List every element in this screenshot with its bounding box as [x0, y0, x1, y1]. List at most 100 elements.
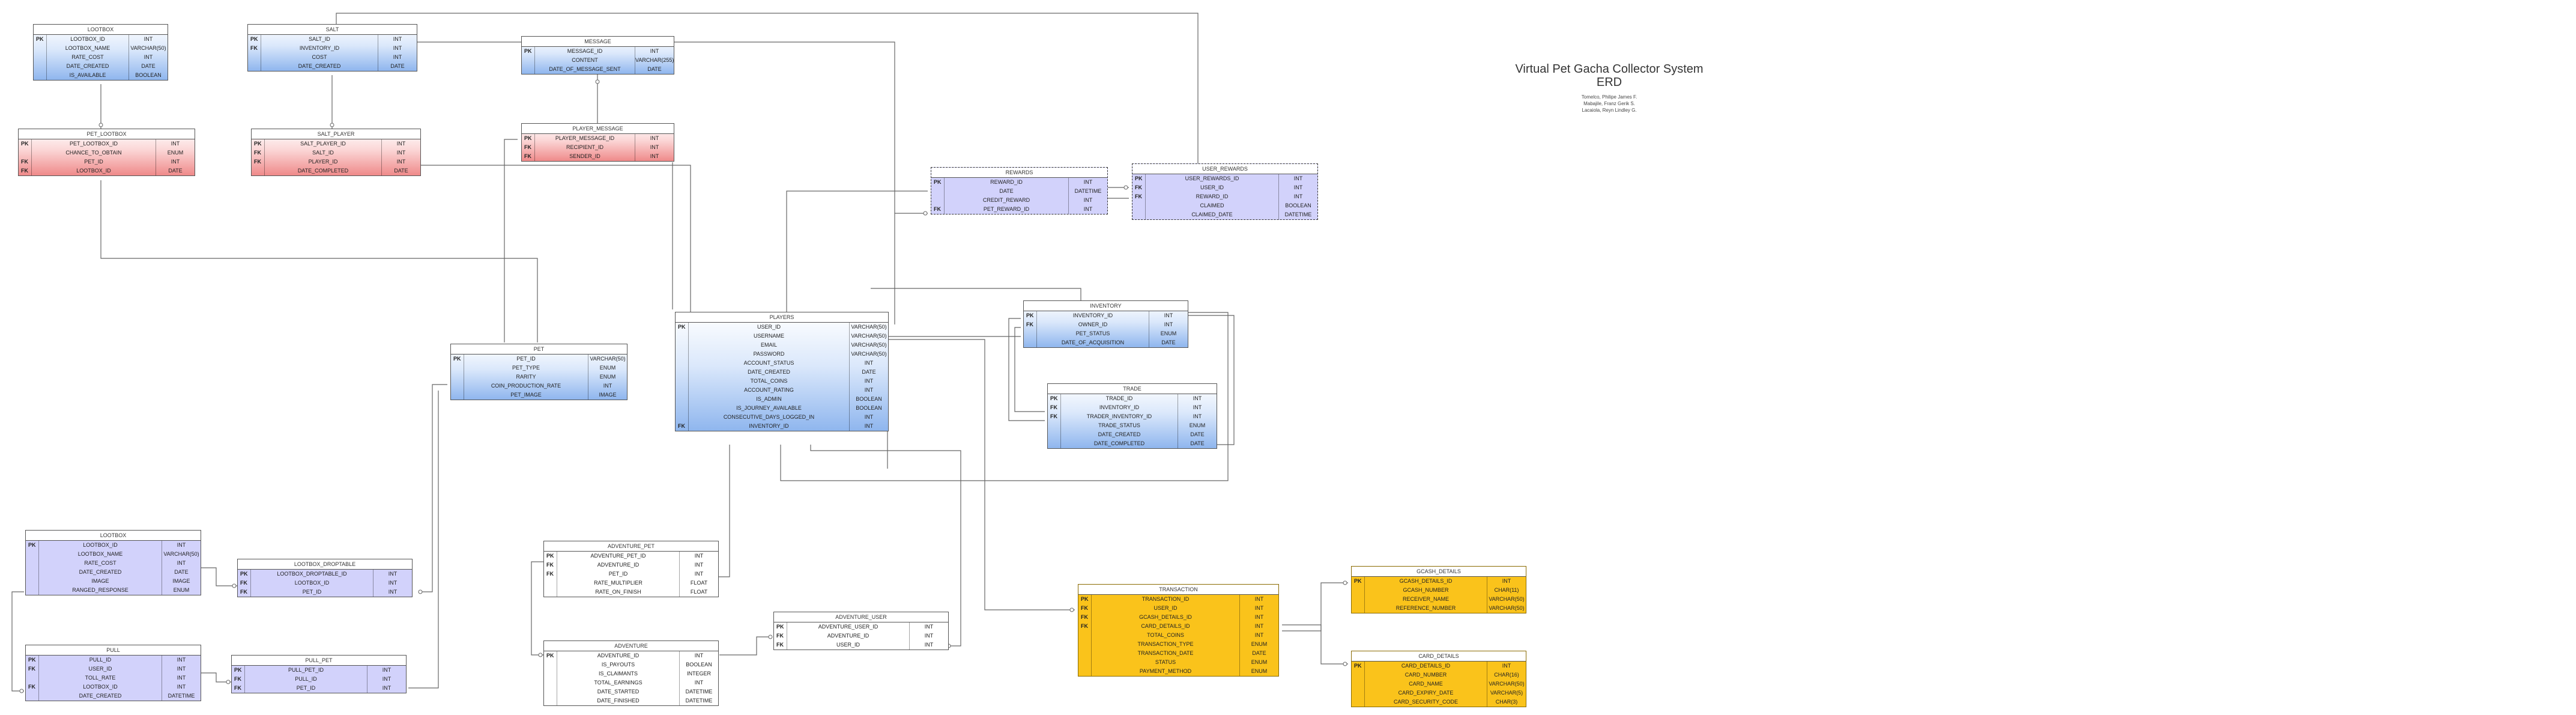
field-key	[544, 687, 557, 696]
field-name: INVENTORY_ID	[1099, 404, 1140, 410]
field-name: INVENTORY_ID	[299, 45, 340, 51]
rel-pull-pullpet	[201, 672, 231, 683]
field-name: CREDIT_REWARD	[982, 197, 1030, 203]
field-name: PULL_ID	[89, 657, 112, 663]
entity-title: TRANSACTION	[1078, 585, 1278, 595]
field-type: INT	[1278, 174, 1317, 183]
field-name: ADVENTURE_PET_ID	[590, 553, 646, 559]
field-name: CARD_DETAILS_ID	[1141, 623, 1190, 629]
field-name: EMAIL	[760, 342, 777, 348]
field-key	[544, 660, 557, 669]
field-key	[1078, 667, 1092, 676]
field-type: DATE	[849, 368, 888, 377]
field-type: DATE	[1239, 649, 1278, 658]
rel-salt-players	[414, 41, 895, 324]
entity-field-row: LOOTBOX_NAME VARCHAR(50)	[26, 550, 201, 559]
field-name: PASSWORD	[753, 351, 785, 357]
field-name: RANGED_RESPONSE	[72, 587, 128, 593]
field-type: VARCHAR(50)	[162, 550, 201, 559]
field-key: FK	[1024, 320, 1037, 329]
field-name: PLAYER_ID	[308, 159, 338, 165]
field-type: INT	[378, 35, 417, 44]
field-type: VARCHAR(5)	[1487, 689, 1526, 698]
entity-title: GCASH_DETAILS	[1352, 567, 1526, 577]
field-type: ENUM	[1239, 667, 1278, 676]
field-name: LOOTBOX_NAME	[77, 551, 123, 557]
field-key	[34, 62, 47, 71]
field-key	[248, 53, 261, 62]
field-name: LOOTBOX_NAME	[65, 45, 110, 51]
field-name: IS_ADMIN	[756, 396, 782, 402]
field-type: INT	[849, 359, 888, 368]
field-key	[26, 586, 39, 595]
field-name: DATE_COMPLETED	[1093, 440, 1145, 446]
field-name: CARD_NUMBER	[1404, 672, 1447, 678]
field-type: INT	[849, 386, 888, 395]
field-type: INT	[381, 139, 420, 148]
field-name: REFERENCE_NUMBER	[1395, 605, 1456, 611]
field-name: CARD_DETAILS_ID	[1401, 663, 1451, 669]
field-key	[676, 368, 689, 377]
field-name: COST	[312, 54, 327, 60]
field-type: ENUM	[1178, 421, 1217, 430]
field-type: DATE	[156, 166, 195, 175]
field-key: PK	[34, 35, 47, 44]
rel-petlootbox-pet	[100, 180, 538, 342]
field-key	[1352, 671, 1365, 680]
field-type: DATETIME	[1278, 210, 1317, 219]
field-key	[1048, 430, 1061, 439]
field-name: PULL_PET_ID	[288, 667, 324, 673]
field-type: INT	[381, 148, 420, 157]
field-key: FK	[1048, 412, 1061, 421]
field-key	[1132, 201, 1146, 210]
field-type: CHAR(16)	[1487, 671, 1526, 680]
rel-lootbox-pull	[11, 591, 24, 692]
field-key: PK	[522, 47, 535, 56]
field-type: INT	[635, 134, 674, 143]
field-name: LOOTBOX_ID	[70, 36, 105, 42]
field-name: IS_AVAILABLE	[69, 72, 106, 78]
field-type: ENUM	[156, 148, 195, 157]
field-name: PET_ID	[516, 356, 536, 362]
rel-rewards-players	[786, 190, 928, 315]
field-type: INT	[1068, 178, 1107, 187]
field-key: FK	[238, 579, 251, 588]
field-key	[931, 196, 945, 205]
field-name: DATE_CREATED	[79, 693, 122, 699]
entity-title: PLAYERS	[676, 312, 888, 323]
field-type: DATE	[1178, 439, 1217, 448]
submitter-3: Lacaiola, Reyn Lindley G.	[1582, 108, 1637, 113]
field-key	[544, 579, 557, 588]
field-name: COIN_PRODUCTION_RATE	[491, 383, 561, 389]
field-type: INT	[128, 53, 168, 62]
field-name: RECIPIENT_ID	[566, 144, 603, 150]
